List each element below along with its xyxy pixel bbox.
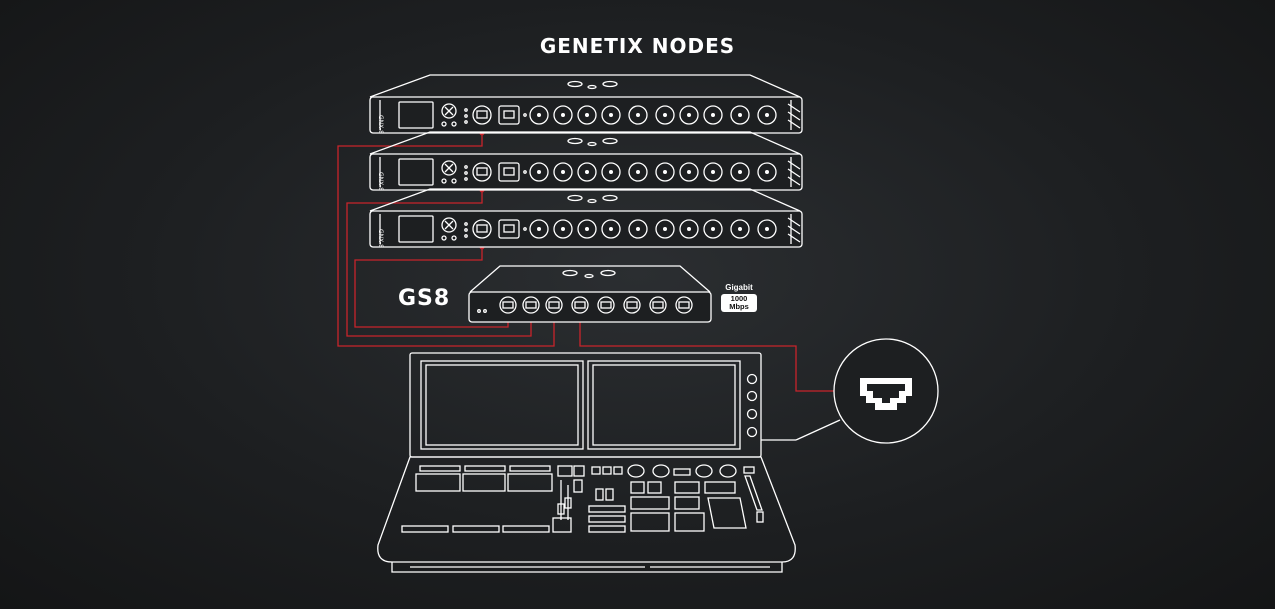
badge-speed-box: 1000 Mbps (721, 294, 757, 312)
gigabit-badge: Gigabit 1000 Mbps (721, 283, 757, 312)
genetix-node-1 (369, 74, 803, 135)
genetix-node-3 (369, 188, 803, 249)
lighting-console (377, 352, 841, 573)
badge-speed-value: 1000 (730, 294, 748, 303)
diagram-title: GENETIX NODES (539, 34, 736, 58)
ethernet-port-icon (833, 338, 939, 444)
badge-speed-unit: Mbps (729, 302, 749, 311)
genetix-node-2 (369, 131, 803, 192)
badge-gigabit-text: Gigabit (725, 283, 753, 292)
switch-label: GS8 (398, 286, 451, 311)
gs8-switch (468, 265, 712, 323)
